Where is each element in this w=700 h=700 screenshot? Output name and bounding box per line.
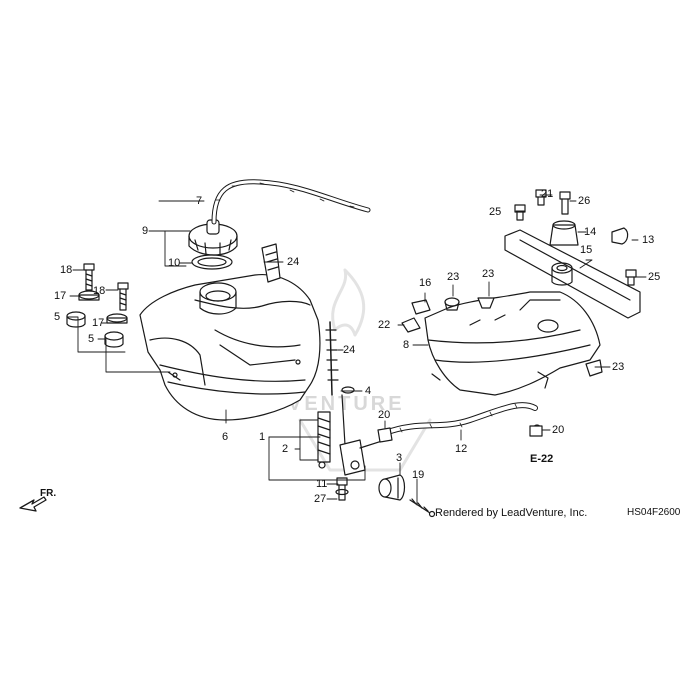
- callout-23: 23: [612, 361, 625, 373]
- callout-17: 17: [54, 290, 67, 302]
- callout-8: 8: [403, 339, 410, 351]
- fuel-valve: [317, 386, 386, 501]
- callout-23: 23: [482, 268, 495, 280]
- tank-band: [325, 321, 339, 396]
- valve-knob: [378, 474, 436, 518]
- callout-3: 3: [396, 452, 403, 464]
- reference-e22: E-22: [530, 453, 554, 465]
- callout-24: 24: [287, 256, 300, 268]
- callout-10: 10: [168, 257, 181, 269]
- callout-21: 21: [541, 188, 554, 200]
- callout-22: 22: [378, 319, 391, 331]
- callout-16: 16: [419, 277, 432, 289]
- cushion-bracket: [261, 243, 281, 283]
- watermark-text: VENTURE: [288, 393, 405, 415]
- callout-11: 11: [316, 478, 328, 490]
- callout-17: 17: [92, 317, 105, 329]
- callout-1: 1: [259, 431, 266, 443]
- mount-hardware-left: [66, 263, 129, 348]
- callout-7: 7: [196, 195, 203, 207]
- callout-20: 20: [378, 409, 391, 421]
- filler-cap: [188, 219, 238, 270]
- fuel-tank: [139, 273, 321, 421]
- callout-9: 9: [142, 225, 149, 237]
- leader-lines: [67, 194, 647, 506]
- callout-6: 6: [222, 431, 229, 443]
- breather-hose: [211, 179, 371, 225]
- front-arrow: [19, 496, 47, 512]
- callout-20: 20: [552, 424, 565, 436]
- under-cover: [424, 291, 601, 396]
- hose-clips: [377, 425, 543, 443]
- callout-27: 27: [314, 493, 327, 505]
- callout-15: 15: [580, 244, 593, 256]
- callout-19: 19: [412, 469, 425, 481]
- callout-14: 14: [584, 226, 597, 238]
- callout-26: 26: [578, 195, 591, 207]
- watermark-logo: [298, 268, 432, 472]
- callout-2: 2: [282, 443, 289, 455]
- callout-5: 5: [54, 311, 61, 323]
- callout-23: 23: [447, 271, 460, 283]
- callout-25: 25: [648, 271, 661, 283]
- credit-line: Rendered by LeadVenture, Inc.: [435, 507, 588, 519]
- callout-13: 13: [642, 234, 655, 246]
- bracket-hardware: [514, 189, 637, 286]
- callout-24: 24: [343, 344, 356, 356]
- callout-4: 4: [365, 385, 372, 397]
- callout-25: 25: [489, 206, 502, 218]
- callout-18: 18: [93, 285, 106, 297]
- callout-5: 5: [88, 333, 95, 345]
- front-direction-label: FR.: [40, 488, 57, 499]
- tank-bracket: [504, 229, 641, 319]
- callout-12: 12: [455, 443, 468, 455]
- callout-18: 18: [60, 264, 73, 276]
- clips-grommets: [401, 297, 603, 377]
- fuel-hose: [379, 402, 542, 441]
- diagram-code: HS04F2600: [627, 507, 681, 518]
